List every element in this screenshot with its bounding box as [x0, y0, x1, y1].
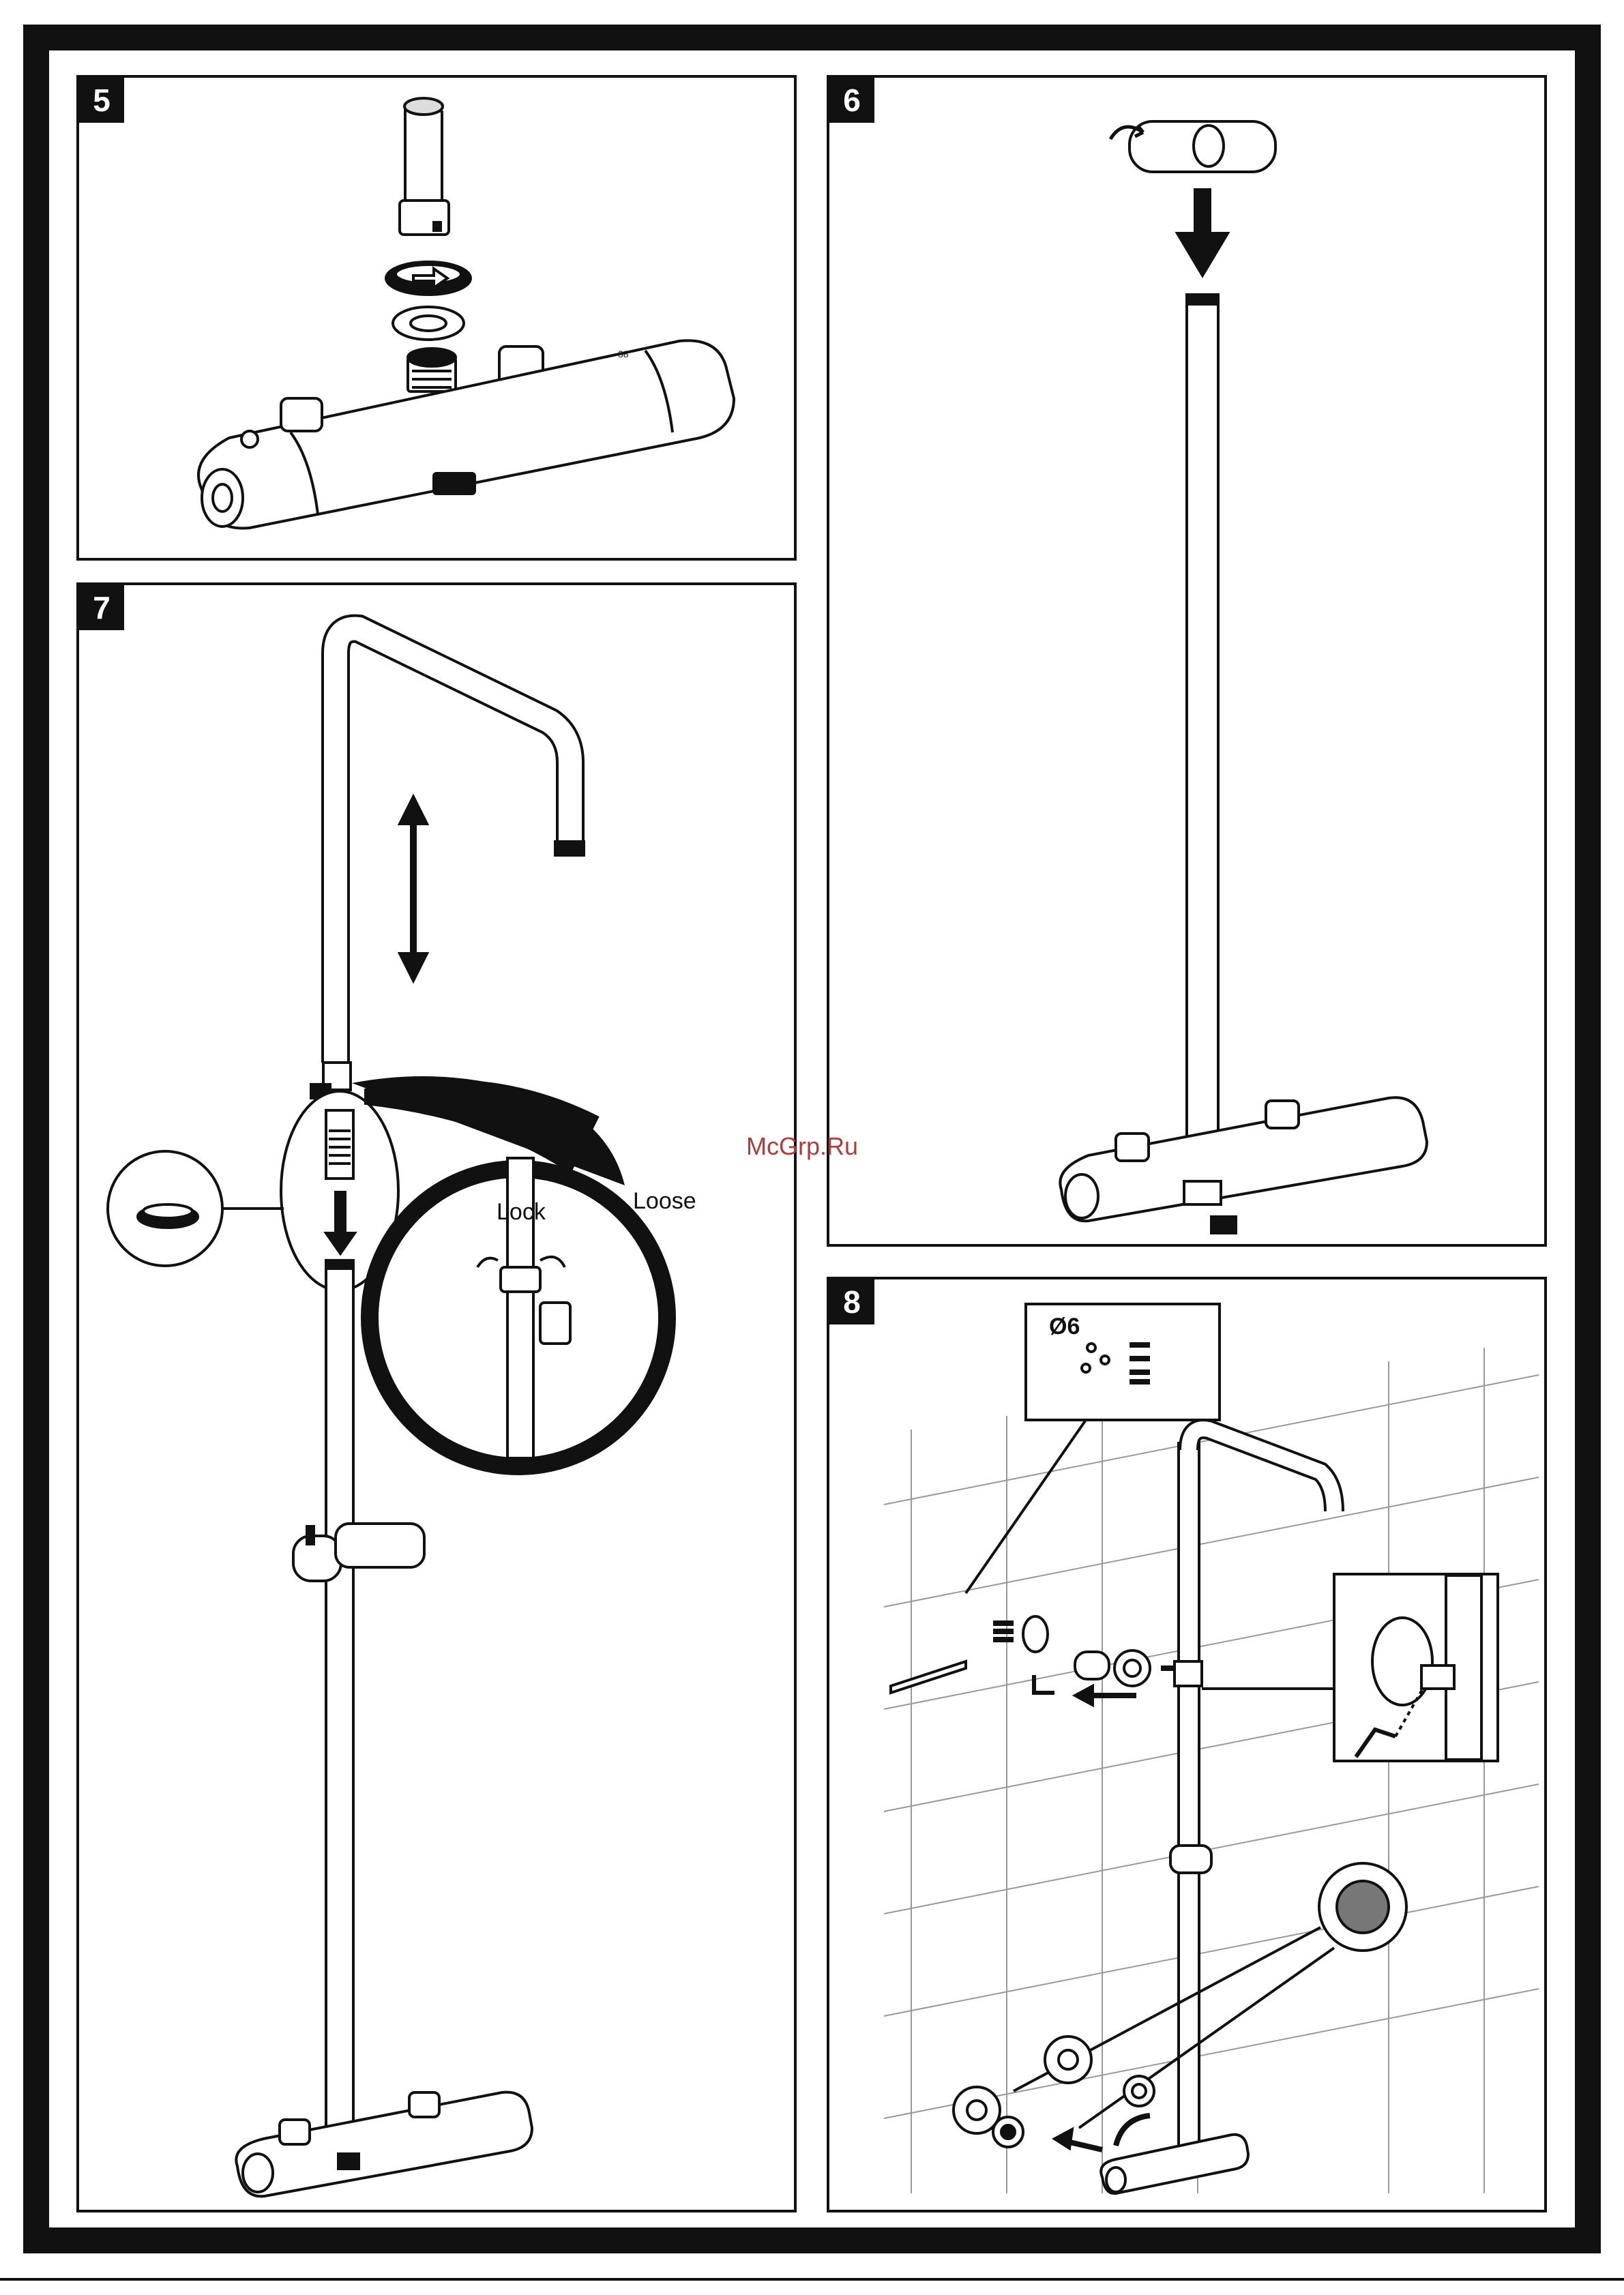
panel-step-7: 7 [76, 582, 797, 2212]
mixer-aerator-illustration: 38 [79, 78, 799, 563]
riser-illustration: Lock Loose [79, 585, 799, 2215]
loose-label: Loose [633, 1188, 696, 1214]
svg-text:38: 38 [618, 349, 629, 359]
panel-step-6: 6 [827, 75, 1547, 1247]
lock-label: Lock [497, 1199, 546, 1225]
watermark: McGrp.Ru [746, 1132, 858, 1161]
drill-size-label: Ø6 [1049, 1314, 1080, 1339]
wall-mount-illustration: Ø6 [829, 1279, 1550, 2215]
bottom-rule [0, 2278, 1624, 2281]
slide-rail-illustration [829, 78, 1550, 1249]
panel-step-5: 5 38 [76, 75, 797, 561]
panel-step-8: 8 [827, 1277, 1547, 2212]
wall-tiles [884, 1348, 1539, 2193]
